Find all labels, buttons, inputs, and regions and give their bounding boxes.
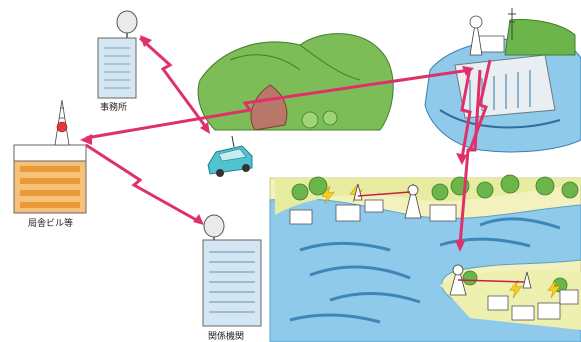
dam-icon bbox=[424, 8, 581, 153]
houses-near-bank bbox=[487, 289, 579, 321]
local-links bbox=[357, 191, 526, 283]
houses-far-bank bbox=[289, 199, 457, 225]
station-label: 局舎ビル等 bbox=[28, 219, 74, 229]
parabolic-antenna-icon bbox=[203, 214, 225, 238]
office-label: 事務所 bbox=[100, 103, 128, 113]
car-icon bbox=[207, 135, 253, 177]
link-arrowheads bbox=[80, 35, 474, 252]
agency-label: 関係機関 bbox=[208, 332, 245, 342]
radio-links bbox=[85, 36, 492, 246]
radio-tower-icon bbox=[469, 15, 483, 56]
parabolic-antenna-icon bbox=[116, 10, 138, 34]
office-building bbox=[97, 10, 138, 99]
agency-building bbox=[202, 214, 262, 327]
station-building bbox=[13, 99, 87, 214]
mountain-icon bbox=[197, 33, 394, 131]
far-bank-trees bbox=[291, 174, 579, 293]
